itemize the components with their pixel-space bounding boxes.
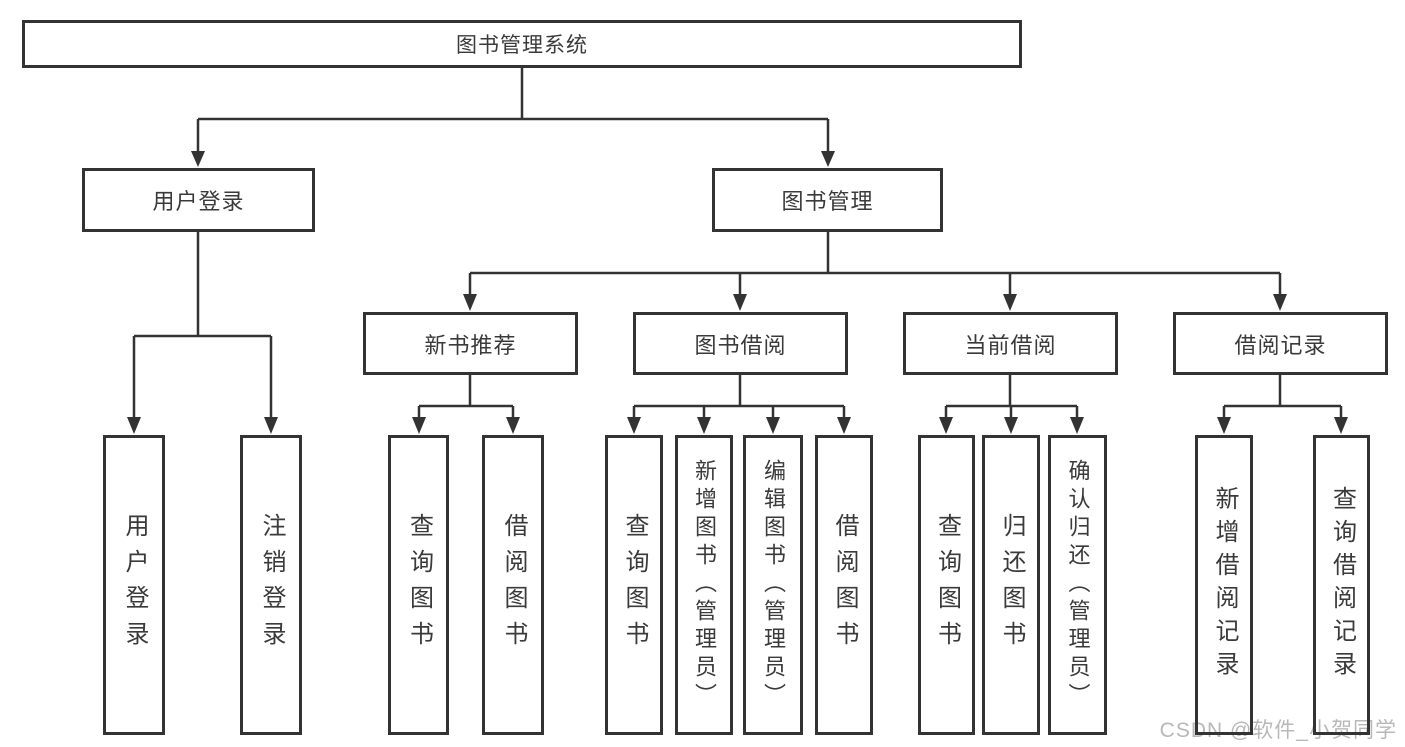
leaf-user-login: 用户登录	[103, 435, 165, 735]
node-label: 查询图书	[405, 513, 433, 657]
leaf-add-borrow-record: 新增借阅记录	[1195, 435, 1253, 735]
leaf-query-books-borrow: 查询图书	[605, 435, 663, 735]
node-label: 注销登录	[258, 513, 285, 657]
node-label: 借阅图书	[831, 513, 858, 657]
leaf-borrow-books: 借阅图书	[815, 435, 873, 735]
node-label: 新增图书（管理员）	[692, 459, 717, 711]
node-label: 图书管理	[781, 189, 874, 214]
node-current-borrowing: 当前借阅	[903, 312, 1118, 375]
node-label: 查询图书	[933, 513, 961, 657]
node-label: 图书管理系统	[456, 34, 588, 57]
leaf-add-books-admin: 新增图书（管理员）	[675, 435, 733, 735]
node-label: 图书借阅	[694, 332, 787, 358]
node-user-login: 用户登录	[82, 168, 315, 232]
leaf-edit-books-admin: 编辑图书（管理员）	[743, 435, 803, 735]
leaf-query-books-recommend: 查询图书	[388, 435, 449, 735]
node-label: 归还图书	[998, 513, 1025, 657]
node-label: 确认归还（管理员）	[1065, 459, 1091, 711]
leaf-confirm-return-admin: 确认归还（管理员）	[1048, 435, 1107, 735]
node-library-management-system: 图书管理系统	[22, 20, 1022, 68]
node-book-management: 图书管理	[712, 168, 943, 232]
node-label: 查询图书	[621, 513, 648, 657]
node-label: 查询借阅记录	[1328, 486, 1356, 684]
leaf-borrow-books-recommend: 借阅图书	[482, 435, 544, 735]
leaf-query-borrow-record: 查询借阅记录	[1313, 435, 1370, 735]
leaf-query-books-current: 查询图书	[918, 435, 975, 735]
node-label: 新增借阅记录	[1211, 486, 1238, 684]
node-label: 新书推荐	[424, 332, 517, 358]
node-label: 用户登录	[152, 189, 245, 214]
leaf-return-books: 归还图书	[982, 435, 1040, 735]
node-label: 用户登录	[121, 513, 148, 657]
node-borrowing-records: 借阅记录	[1173, 312, 1388, 375]
csdn-watermark: CSDN @软件_小贺同学	[1159, 719, 1397, 742]
node-label: 当前借阅	[964, 332, 1057, 358]
leaf-logout: 注销登录	[240, 435, 302, 735]
connector	[132, 68, 1343, 420]
node-book-borrowing: 图书借阅	[633, 312, 848, 375]
node-label: 编辑图书（管理员）	[761, 459, 786, 711]
node-label: 借阅图书	[500, 513, 527, 657]
node-label: 借阅记录	[1234, 332, 1327, 358]
node-new-book-recommendation: 新书推荐	[363, 312, 578, 375]
